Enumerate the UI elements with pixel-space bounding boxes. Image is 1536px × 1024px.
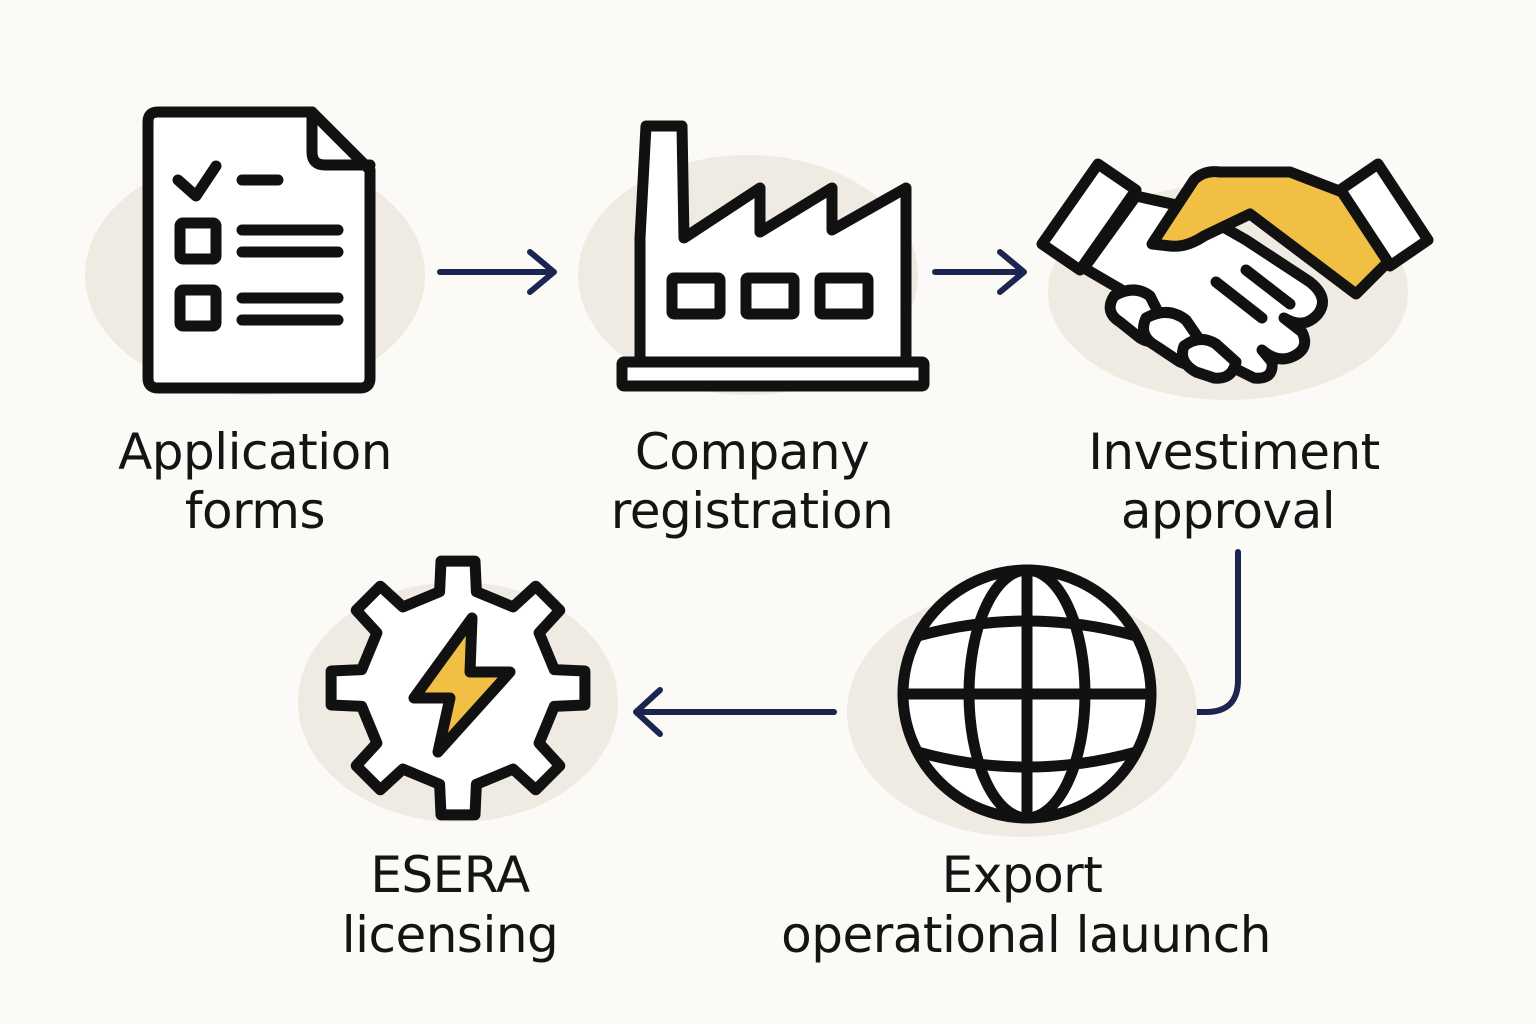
step-esera-licensing: ESERA licensing bbox=[298, 555, 618, 964]
step-label: forms bbox=[185, 482, 325, 540]
step-label: ESERA bbox=[370, 846, 530, 904]
step-company-registration: Company registration bbox=[578, 120, 930, 540]
step-label: Investiment bbox=[1088, 423, 1380, 481]
handshake-icon bbox=[1036, 158, 1434, 384]
factory-icon bbox=[616, 120, 930, 392]
step-label: registration bbox=[611, 482, 893, 540]
document-checklist-icon bbox=[142, 106, 376, 394]
step-export-launch: Export operational lauunch bbox=[781, 564, 1271, 964]
step-label: Application bbox=[118, 423, 392, 481]
step-label: operational lauunch bbox=[781, 906, 1271, 964]
gear-lightning-icon bbox=[325, 555, 591, 821]
arrow-connector bbox=[1191, 549, 1241, 715]
step-investment-approval: Investiment approval bbox=[1036, 158, 1434, 540]
globe-icon bbox=[897, 564, 1157, 824]
arrow-connector bbox=[932, 249, 1027, 295]
arrow-connector bbox=[633, 687, 837, 737]
step-application-forms: Application forms bbox=[85, 106, 425, 540]
step-label: approval bbox=[1121, 482, 1335, 540]
step-label: licensing bbox=[342, 906, 559, 964]
arrow-connector bbox=[437, 249, 557, 295]
step-label: Export bbox=[942, 846, 1103, 904]
step-label: Company bbox=[635, 423, 869, 481]
